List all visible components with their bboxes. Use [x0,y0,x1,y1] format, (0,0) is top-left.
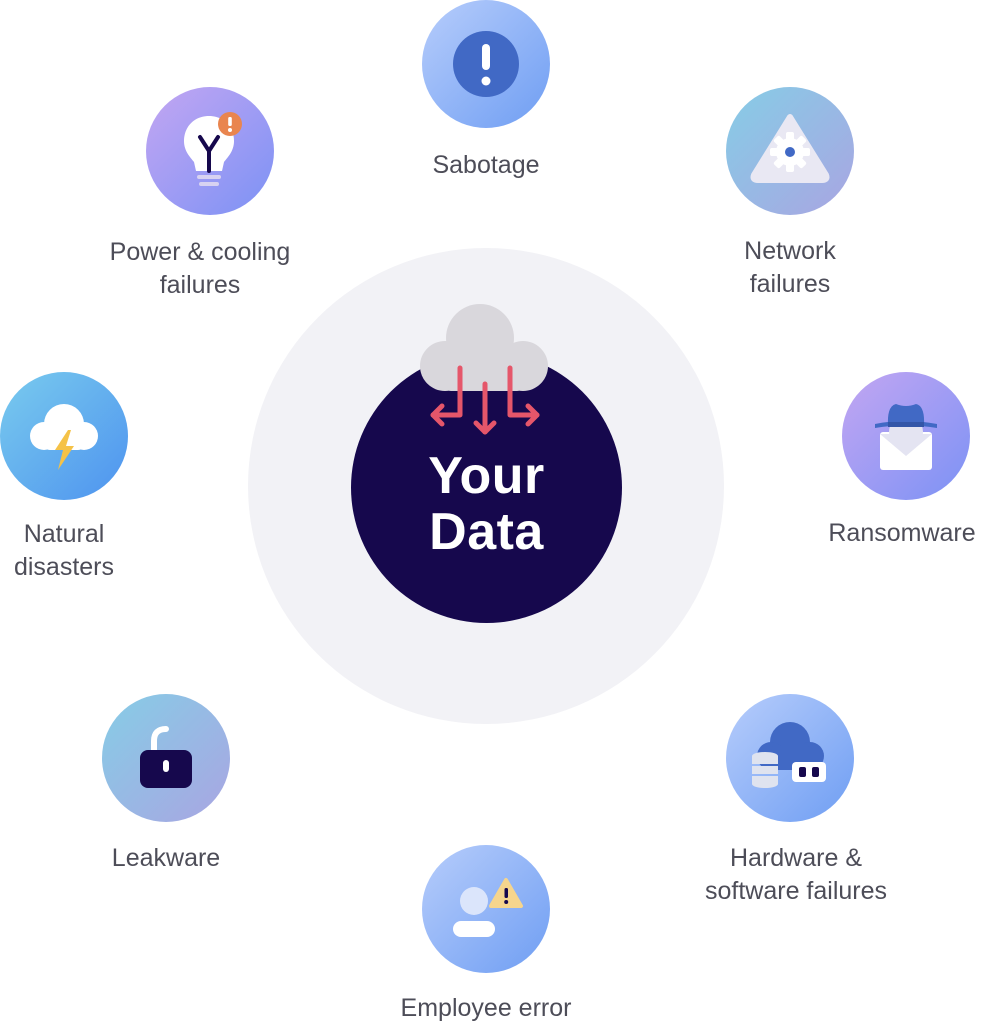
triangle-gear-icon [750,114,830,183]
hardware-software-failures-label-line1: Hardware & [730,844,862,872]
open-lock-icon [140,726,192,788]
center-title: Your Data [351,448,622,560]
natural-disasters-bubble [0,372,128,500]
network-failures-label: Network failures [690,235,890,301]
natural-disasters-label-line1: Natural [23,520,105,548]
network-failures-bubble [726,87,854,215]
exclamation-icon [453,31,519,97]
cloud-data-icon [420,304,548,435]
lightbulb-alert-icon [184,112,242,186]
ransomware-label: Ransomware [812,517,992,550]
ransomware-label-line1: Ransomware [828,519,976,547]
power-cooling-failures-label-line1: Power & cooling [109,238,291,266]
center-title-line1: Your [428,447,545,505]
power-cooling-failures-label: Power & cooling failures [80,236,320,302]
natural-disasters-label-line2: disasters [13,553,115,581]
ransomware-bubble [842,372,970,500]
network-failures-label-line1: Network [744,237,836,265]
hardware-software-failures-bubble [726,694,854,822]
spy-envelope-icon [875,404,937,470]
storm-cloud-icon [30,404,98,470]
center-title-line2: Data [429,503,544,561]
hardware-software-failures-label: Hardware & software failures [676,842,916,908]
cloud-server-icon [752,722,826,788]
sabotage-label-line1: Sabotage [432,151,540,179]
user-warning-icon [453,878,523,937]
leakware-bubble [102,694,230,822]
employee-error-label-line1: Employee error [400,994,572,1022]
sabotage-bubble [422,0,550,128]
employee-error-label: Employee error [366,992,606,1025]
leakware-label: Leakware [76,842,256,875]
employee-error-bubble [422,845,550,973]
leakware-label-line1: Leakware [111,844,221,872]
power-cooling-failures-label-line2: failures [159,271,241,299]
natural-disasters-label: Natural disasters [0,518,164,584]
hardware-software-failures-label-line2: software failures [704,877,888,905]
network-failures-label-line2: failures [749,270,831,298]
sabotage-label: Sabotage [386,149,586,182]
power-cooling-failures-bubble [146,87,274,215]
